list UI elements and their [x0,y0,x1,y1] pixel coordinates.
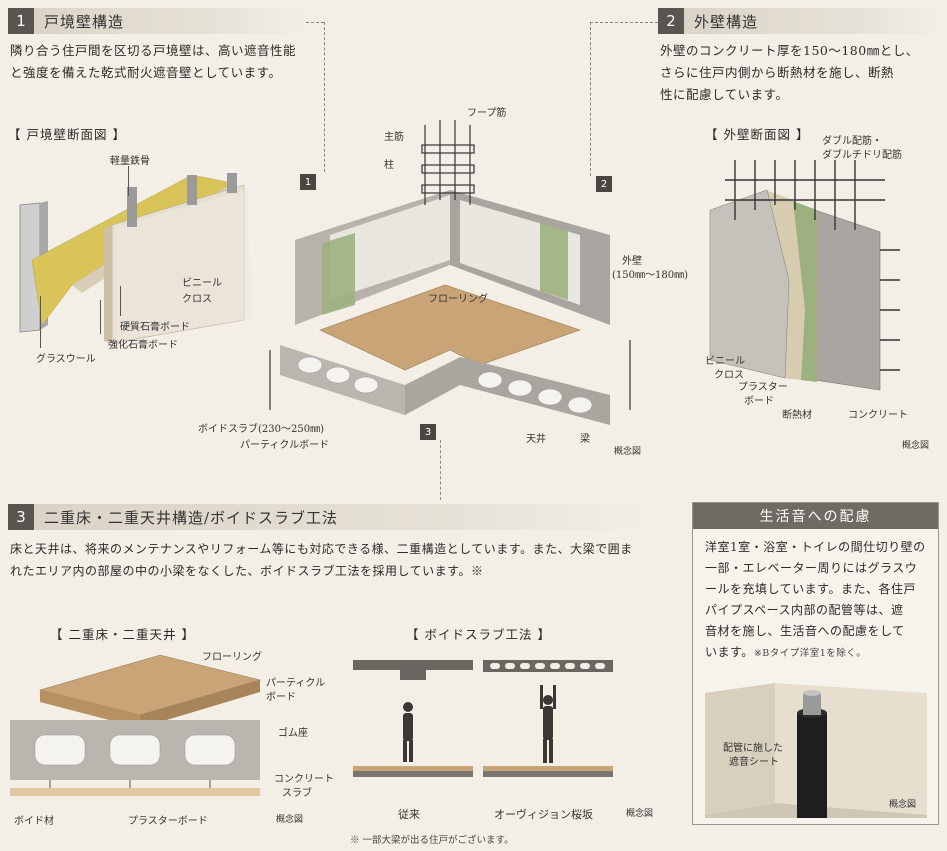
void-slab-comparison-illustration [353,660,613,777]
label-particle-3b: ボード [266,692,296,703]
tag-1: 1 [300,174,316,190]
leader-line [100,300,101,334]
section-1-number: 1 [8,8,34,34]
living-sound-body-last: います。 [705,645,754,659]
label-flooring-3: フローリング [202,652,262,663]
label-pipe-1: 配管に施した [723,743,783,754]
label-double-rebar-1: ダブル配筋・ [822,136,882,147]
side-concept-label: 概念図 [889,800,917,810]
label-ceiling: 天井 [526,434,546,445]
living-sound-body-line: パイプスペース内部の配管等は、遮 [705,603,904,617]
section-2-body-line: さらに住戸内側から断熱材を施し、断熱 [660,65,895,80]
section-2-body: 外壁のコンクリート厚を150〜180㎜とし、 さらに住戸内側から断熱材を施し、断… [660,40,945,106]
label-concrete: コンクリート [848,410,908,421]
label-flooring: フローリング [428,294,488,305]
outer-wall-illustration [709,160,900,391]
section-2-body-line: 性に配慮しています。 [660,87,789,102]
outer-wall-concept-label: 概念図 [902,441,930,451]
section-3-number: 3 [8,504,34,530]
label-plaster-3: プラスターボード [128,816,208,827]
living-sound-body-line: ールを充填しています。また、各住戸 [705,582,916,596]
label-column: 柱 [384,160,394,171]
label-outer-wall: 外壁 [622,256,642,267]
living-sound-body-note: ※Bタイプ洋室1を除く。 [753,648,867,659]
tag-3: 3 [420,424,436,440]
label-plaster-1: プラスター [738,382,788,393]
void-slab-title: 【 ボイドスラブ工法 】 [406,627,551,642]
living-sound-body-line: 洋室1室・浴室・トイレの間仕切り壁の [705,540,926,554]
label-ours: オーヴィジョン桜坂 [494,808,593,821]
label-cloth: クロス [182,294,212,305]
outer-wall-diagram-title: 【 外壁断面図 】 [705,127,810,142]
section-3-body: 床と天井は、将来のメンテナンスやリフォーム等にも対応できる様、二重構造としていま… [10,538,680,582]
connector-dash [440,440,441,500]
label-particle-board: パーティクルボード [240,440,330,451]
partition-diagram-title: 【 戸境壁断面図 】 [8,127,126,142]
section-3-header: 3 二重床・二重天井構造/ボイドスラブ工法 [8,504,648,530]
section-3-title: 二重床・二重天井構造/ボイドスラブ工法 [44,508,339,527]
label-particle-3a: パーティクル [266,678,326,689]
label-outer-wall-thickness: (150㎜〜180㎜) [612,270,688,281]
label-concrete-3a: コンクリート [274,774,334,785]
section-1-title: 戸境壁構造 [44,12,125,31]
section-2-header: 2 外壁構造 [658,8,943,34]
label-vinyl-2: ビニール [705,356,745,367]
label-plaster-2: ボード [744,396,774,407]
living-sound-box: 生活音への配慮 洋室1室・浴室・トイレの間仕切り壁の 一部・エレベーター周りには… [692,502,939,825]
label-glass-wool: グラスウール [36,354,96,365]
living-sound-body: 洋室1室・浴室・トイレの間仕切り壁の 一部・エレベーター周りにはグラスウ ールを… [693,529,938,664]
section-3-footnote: ※ 一部大梁が出る住戸がございます。 [350,835,514,846]
label-conventional: 従来 [398,808,420,821]
section-3-body-line: 床と天井は、将来のメンテナンスやリフォーム等にも対応できる様、二重構造としていま… [10,542,633,556]
living-sound-body-line: 一部・エレベーター周りにはグラスウ [705,561,918,575]
section-2-number: 2 [658,8,684,34]
section-1-body-line: と強度を備えた乾式耐火遮音壁としています。 [10,65,282,80]
double-floor-concept-label: 概念図 [276,815,304,825]
leader-line [40,296,41,348]
section-2-body-line: 外壁のコンクリート厚を150〜180㎜とし、 [660,43,919,58]
living-sound-title: 生活音への配慮 [693,503,938,529]
void-slab-concept-label: 概念図 [626,809,654,819]
section-1-body-line: 隣り合う住戸間を区切る戸境壁は、高い遮音性能 [10,43,297,58]
label-strong-board: 強化石膏ボード [108,340,178,351]
label-beam: 梁 [580,434,590,445]
label-hard-board: 硬質石膏ボード [120,322,190,333]
double-floor-title: 【 二重床・二重天井 】 [50,627,195,642]
connector-dash [306,22,324,23]
label-pipe-2: 遮音シート [729,757,779,768]
label-double-rebar-2: ダブルチドリ配筋 [822,150,902,161]
pipe-illustration [705,683,927,818]
label-void: ボイド材 [14,816,54,827]
leader-line [128,166,129,196]
tag-2: 2 [596,176,612,192]
partition-wall-illustration [19,173,250,344]
connector-dash [590,22,591,176]
section-1-header: 1 戸境壁構造 [8,8,306,34]
label-void-slab: ボイドスラブ(230〜250㎜) [198,424,324,435]
living-sound-body-line: 音材を施し、生活音への配慮をして [705,624,905,638]
label-insulation: 断熱材 [782,410,812,421]
label-rubber: ゴム座 [278,728,308,739]
double-floor-illustration [10,654,262,796]
label-hoop: フープ筋 [467,108,507,119]
connector-dash [324,22,325,172]
label-cloth-2: クロス [714,370,744,381]
label-vinyl: ビニール [182,278,222,289]
section-1-body: 隣り合う住戸間を区切る戸境壁は、高い遮音性能 と強度を備えた乾式耐火遮音壁として… [10,40,310,84]
connector-dash [590,22,658,23]
section-2-title: 外壁構造 [694,12,759,31]
living-sound-body-line: います。※Bタイプ洋室1を除く。 [705,642,926,664]
structure-isometric-illustration [269,120,631,425]
label-steel: 軽量鉄骨 [110,156,150,167]
label-main-rebar: 主筋 [384,132,404,143]
leader-line [120,286,121,316]
label-concrete-3b: スラブ [282,788,312,799]
section-3-body-line: れたエリア内の部屋の中の小梁をなくした、ボイドスラブ工法を採用しています。※ [10,564,484,578]
center-concept-label: 概念図 [614,447,642,457]
